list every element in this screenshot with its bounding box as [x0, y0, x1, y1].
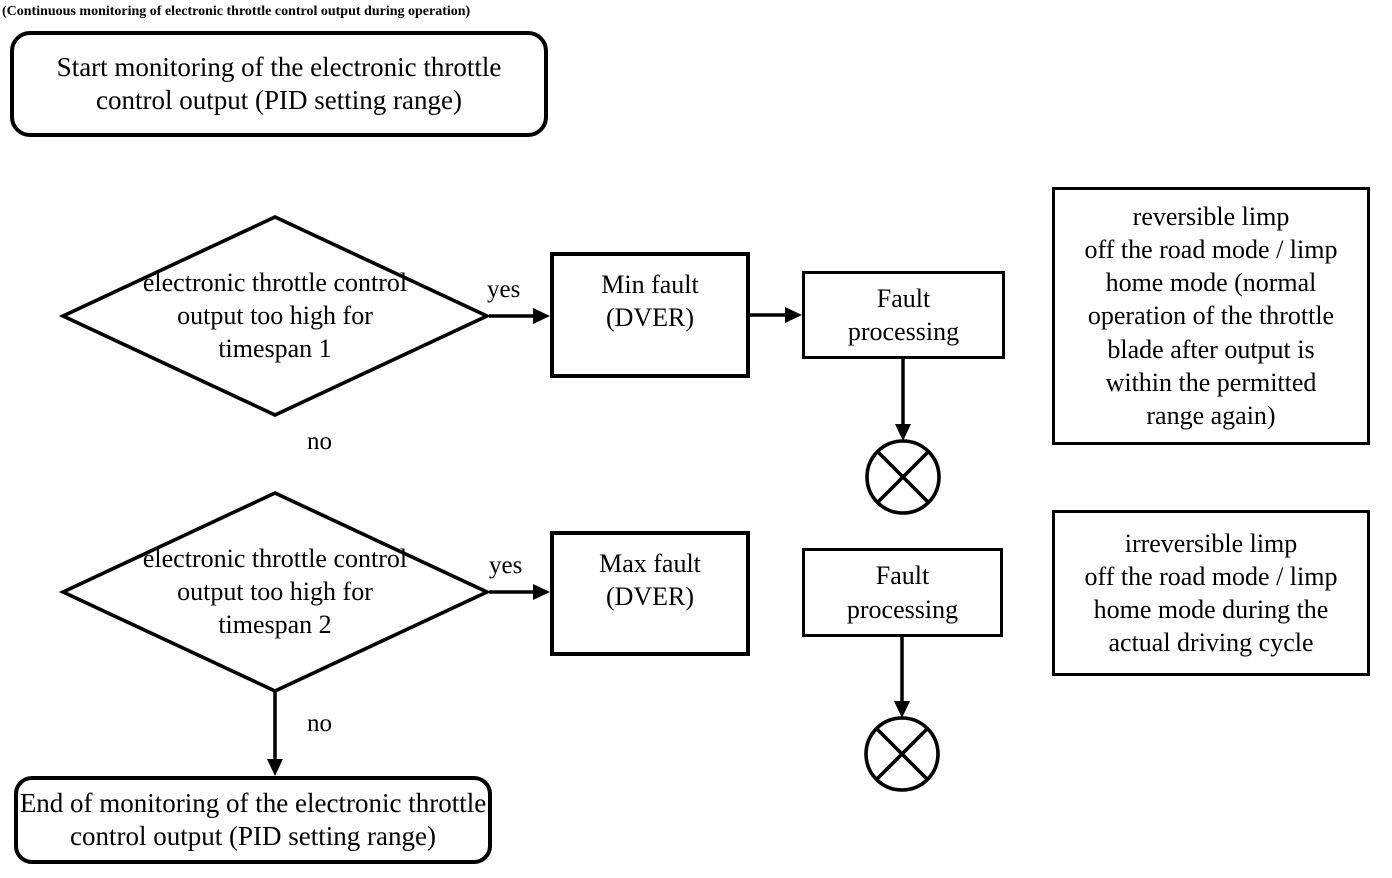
crossed-circle-terminator-1	[865, 439, 941, 515]
start-node: Start monitoring of the electronic throt…	[10, 31, 548, 137]
end-node: End of monitoring of the electronic thro…	[14, 776, 492, 864]
fault-processing-1-node: Fault processing	[802, 271, 1005, 359]
start-node-label: Start monitoring of the electronic throt…	[56, 51, 502, 115]
crossed-circle-terminator-1-cross	[876, 450, 930, 504]
edge-no-2-arrowhead	[267, 759, 283, 776]
reversible-limp-note: reversible limp off the road mode / limp…	[1052, 187, 1370, 445]
crossed-circle-terminator-2	[864, 716, 940, 792]
edge-minfault-to-faultprocessing-arrowhead	[785, 307, 802, 323]
flow-annotation: (Continuous monitoring of electronic thr…	[2, 4, 471, 19]
max-fault-label: Max fault (DVER)	[599, 549, 701, 612]
decision-2-label: electronic throttle control output too h…	[142, 544, 408, 640]
crossed-circle-terminator-2-cross	[875, 727, 929, 781]
irreversible-limp-note: irreversible limp off the road mode / li…	[1052, 510, 1370, 676]
decision-1-diamond	[58, 215, 492, 417]
edge-yes-2-arrowhead	[533, 584, 550, 600]
fault-processing-2-node: Fault processing	[802, 548, 1003, 637]
edge-label-no-2: no	[307, 710, 332, 737]
max-fault-node: Max fault (DVER)	[550, 531, 750, 656]
edge-faultprocessing2-down-arrowhead	[894, 701, 910, 718]
fault-processing-1-label: Fault processing	[847, 283, 960, 346]
decision-2-diamond	[58, 491, 492, 693]
irreversible-limp-note-label: irreversible limp off the road mode / li…	[1084, 528, 1338, 658]
min-fault-label: Min fault (DVER)	[601, 270, 699, 333]
edge-label-yes-1: yes	[487, 276, 521, 303]
min-fault-node: Min fault (DVER)	[550, 252, 750, 378]
end-node-label: End of monitoring of the electronic thro…	[19, 787, 487, 851]
edge-faultprocessing1-down-arrowhead	[895, 424, 911, 441]
edge-label-no-1: no	[307, 428, 332, 455]
fault-processing-2-label: Fault processing	[846, 561, 959, 624]
decision-1-label: electronic throttle control output too h…	[142, 268, 408, 364]
edge-label-yes-2: yes	[489, 552, 523, 579]
reversible-limp-note-label: reversible limp off the road mode / limp…	[1084, 202, 1338, 430]
edge-yes-1-arrowhead	[533, 308, 550, 324]
